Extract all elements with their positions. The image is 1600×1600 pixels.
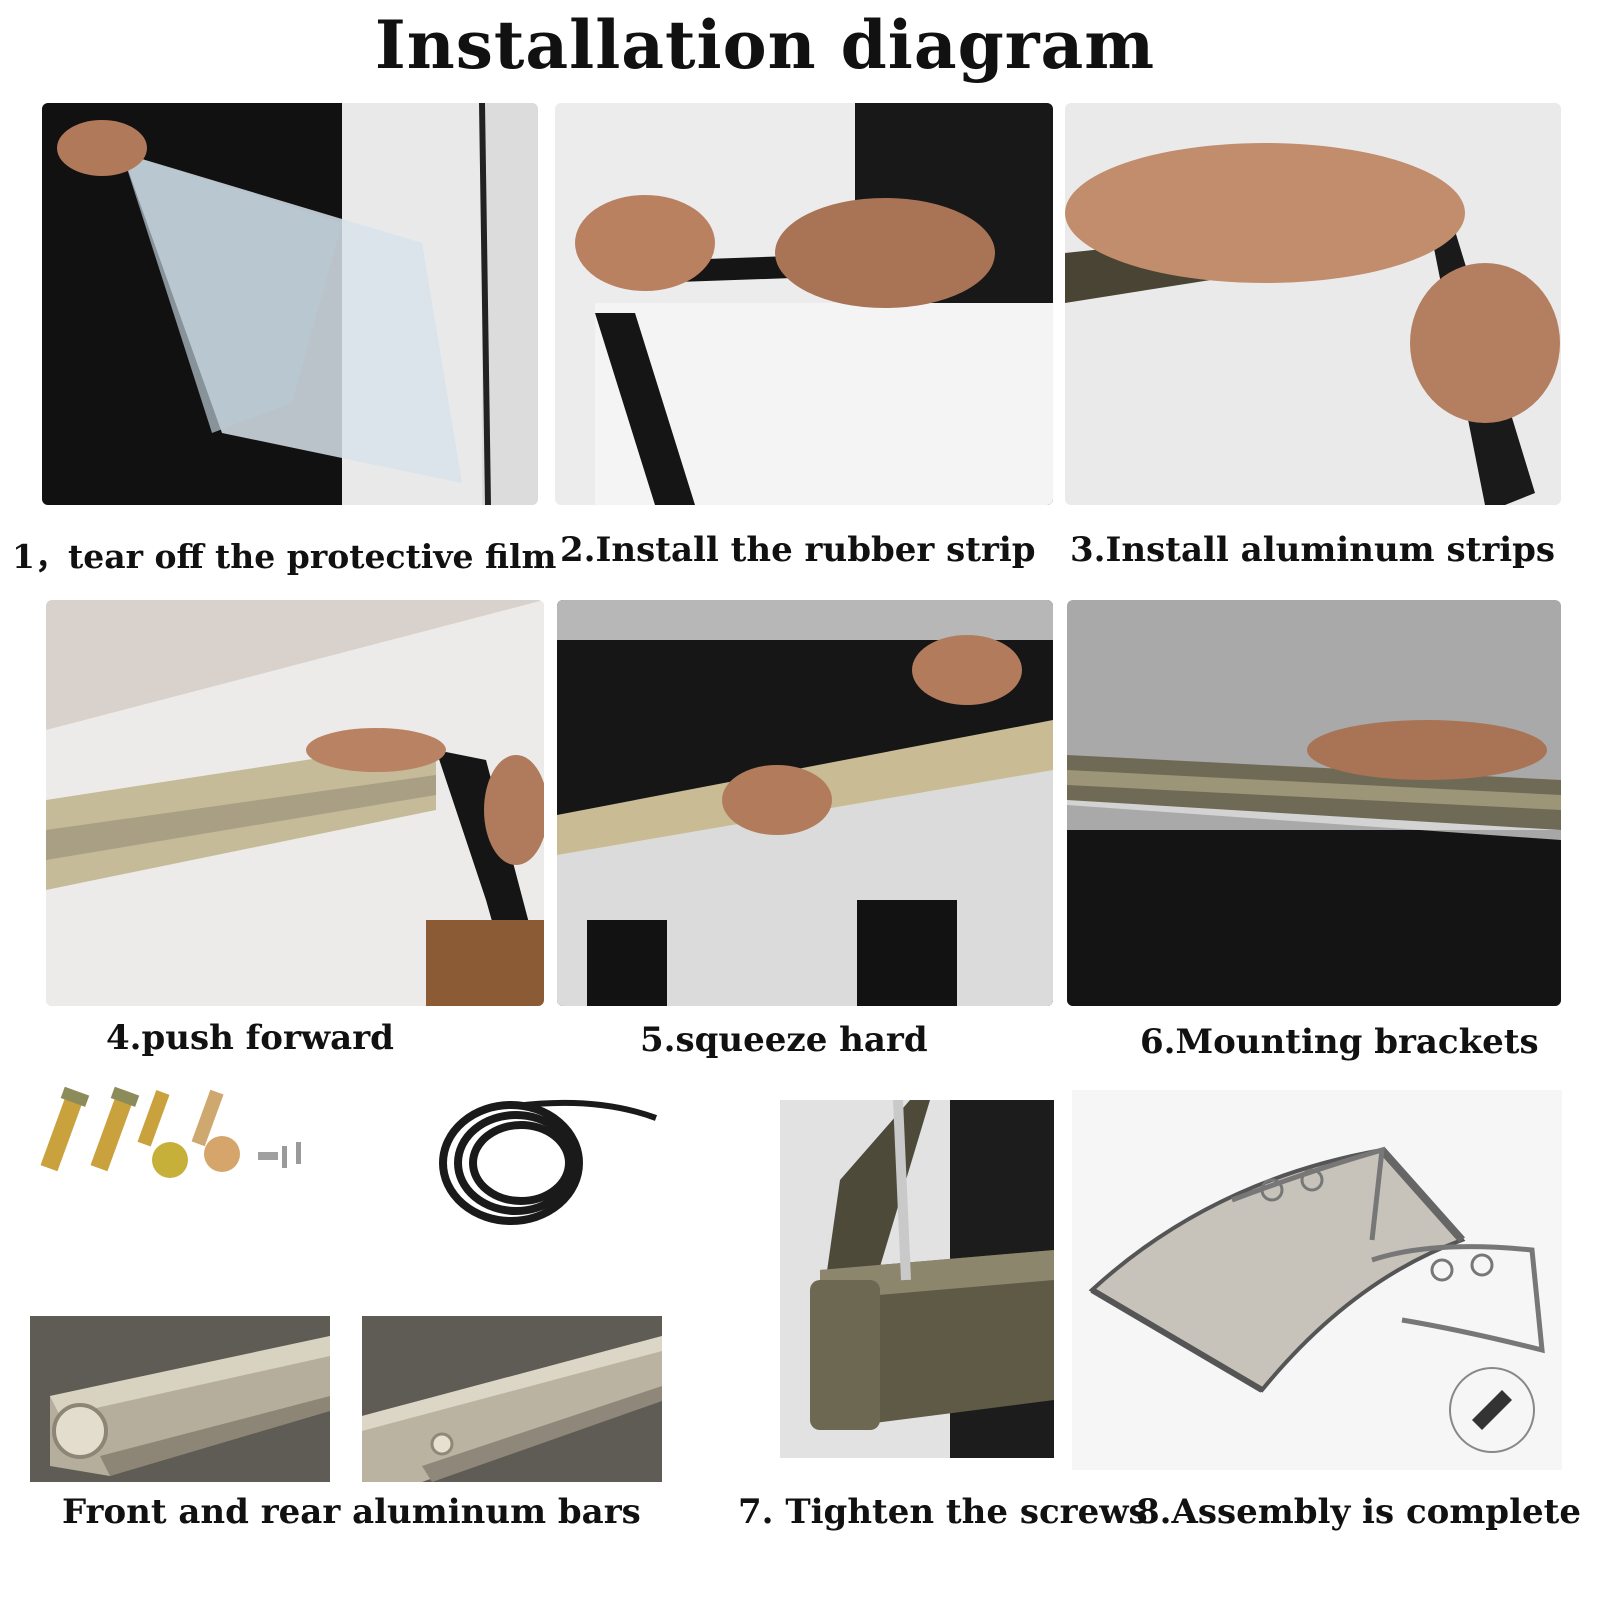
step-5-photo <box>557 600 1053 1006</box>
step-4-photo <box>46 600 544 1006</box>
step-3-photo <box>1065 103 1561 505</box>
step-1-caption: 1，tear off the protective film <box>12 537 557 576</box>
step-8-caption: 8.Assembly is complete <box>1136 1492 1581 1532</box>
step-2-caption: 2.Install the rubber strip <box>560 530 1036 570</box>
step-4-caption: 4.push forward <box>106 1018 394 1058</box>
step-1-photo <box>42 103 538 505</box>
rubber-strip-coil-icon <box>436 1088 658 1228</box>
step-6-photo <box>1067 600 1561 1006</box>
front-aluminum-bar-icon <box>30 1316 330 1482</box>
step-5-caption: 5.squeeze hard <box>640 1020 928 1060</box>
aluminum-bars-caption: Front and rear aluminum bars <box>62 1492 641 1532</box>
step-3-caption: 3.Install aluminum strips <box>1070 530 1556 570</box>
step-7-caption: 7. Tighten the screws <box>738 1492 1148 1532</box>
step-8-diagram <box>1072 1090 1562 1470</box>
step-2-photo <box>555 103 1053 505</box>
page-title: Installation diagram <box>374 6 1156 84</box>
step-6-caption: 6.Mounting brackets <box>1140 1022 1539 1062</box>
expansion-bolts-icon <box>30 1080 310 1190</box>
step-7-photo <box>780 1100 1054 1458</box>
rear-aluminum-bar-icon <box>362 1316 662 1482</box>
